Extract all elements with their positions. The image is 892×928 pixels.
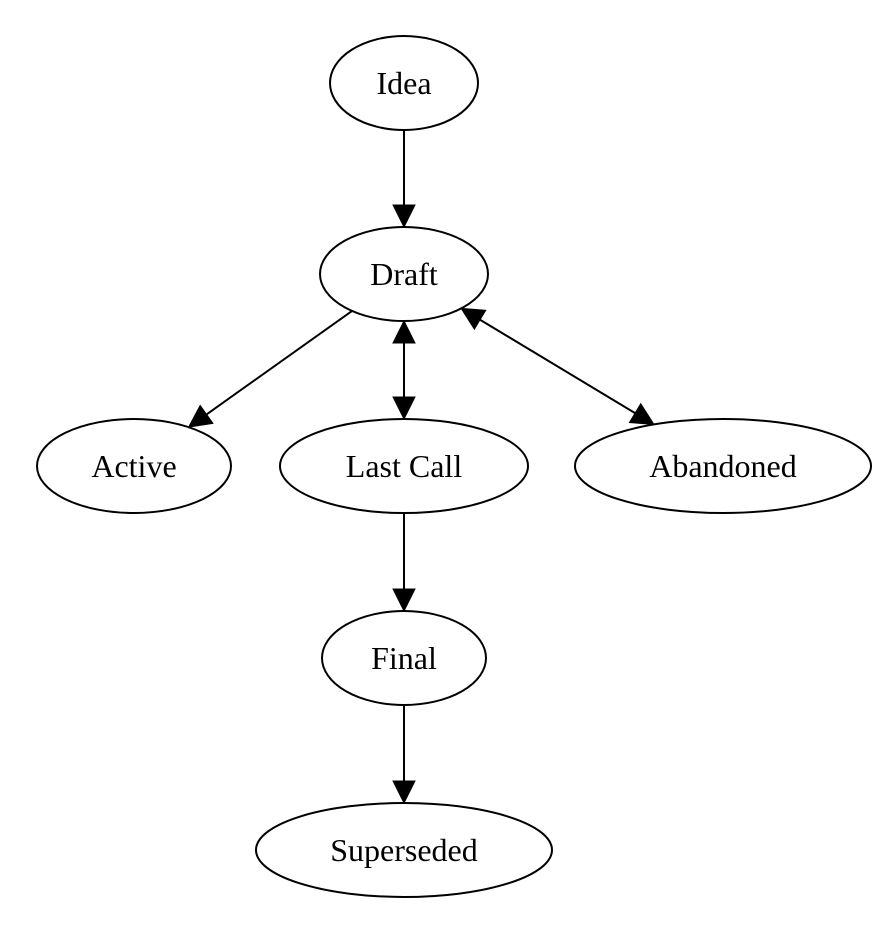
arrowhead-forward bbox=[628, 402, 655, 426]
node-idea: Idea bbox=[329, 35, 479, 131]
arrowhead-backward bbox=[392, 319, 416, 344]
node-label: Final bbox=[371, 640, 437, 676]
node-ellipse bbox=[321, 610, 487, 706]
arrowhead-forward bbox=[392, 588, 416, 613]
edge-line bbox=[479, 318, 636, 414]
node-label: Superseded bbox=[330, 832, 478, 868]
arrowhead-forward bbox=[392, 204, 416, 229]
arrowhead-backward bbox=[460, 307, 487, 331]
node-abandoned: Abandoned bbox=[574, 418, 872, 514]
arrowhead-forward bbox=[187, 404, 214, 428]
node-label: Idea bbox=[376, 65, 431, 101]
node-label: Active bbox=[91, 448, 176, 484]
node-label: Draft bbox=[370, 256, 438, 292]
node-ellipse bbox=[574, 418, 872, 514]
edges-layer bbox=[187, 130, 655, 805]
node-ellipse bbox=[279, 418, 529, 514]
edge-final-to-superseded bbox=[392, 705, 416, 805]
node-label: Last Call bbox=[346, 448, 463, 484]
node-active: Active bbox=[36, 418, 232, 514]
node-superseded: Superseded bbox=[255, 802, 553, 898]
edge-idea-to-draft bbox=[392, 130, 416, 229]
node-label: Abandoned bbox=[649, 448, 797, 484]
node-draft: Draft bbox=[319, 226, 489, 322]
edge-last-call-to-final bbox=[392, 513, 416, 613]
node-ellipse bbox=[36, 418, 232, 514]
edge-draft-to-active bbox=[187, 310, 353, 428]
edge-draft-to-abandoned bbox=[460, 307, 655, 426]
node-ellipse bbox=[329, 35, 479, 131]
arrowhead-forward bbox=[392, 780, 416, 805]
edge-line bbox=[205, 310, 353, 416]
edge-draft-to-last-call bbox=[392, 319, 416, 421]
node-ellipse bbox=[319, 226, 489, 322]
node-final: Final bbox=[321, 610, 487, 706]
node-last-call: Last Call bbox=[279, 418, 529, 514]
arrowhead-forward bbox=[392, 396, 416, 421]
node-ellipse bbox=[255, 802, 553, 898]
